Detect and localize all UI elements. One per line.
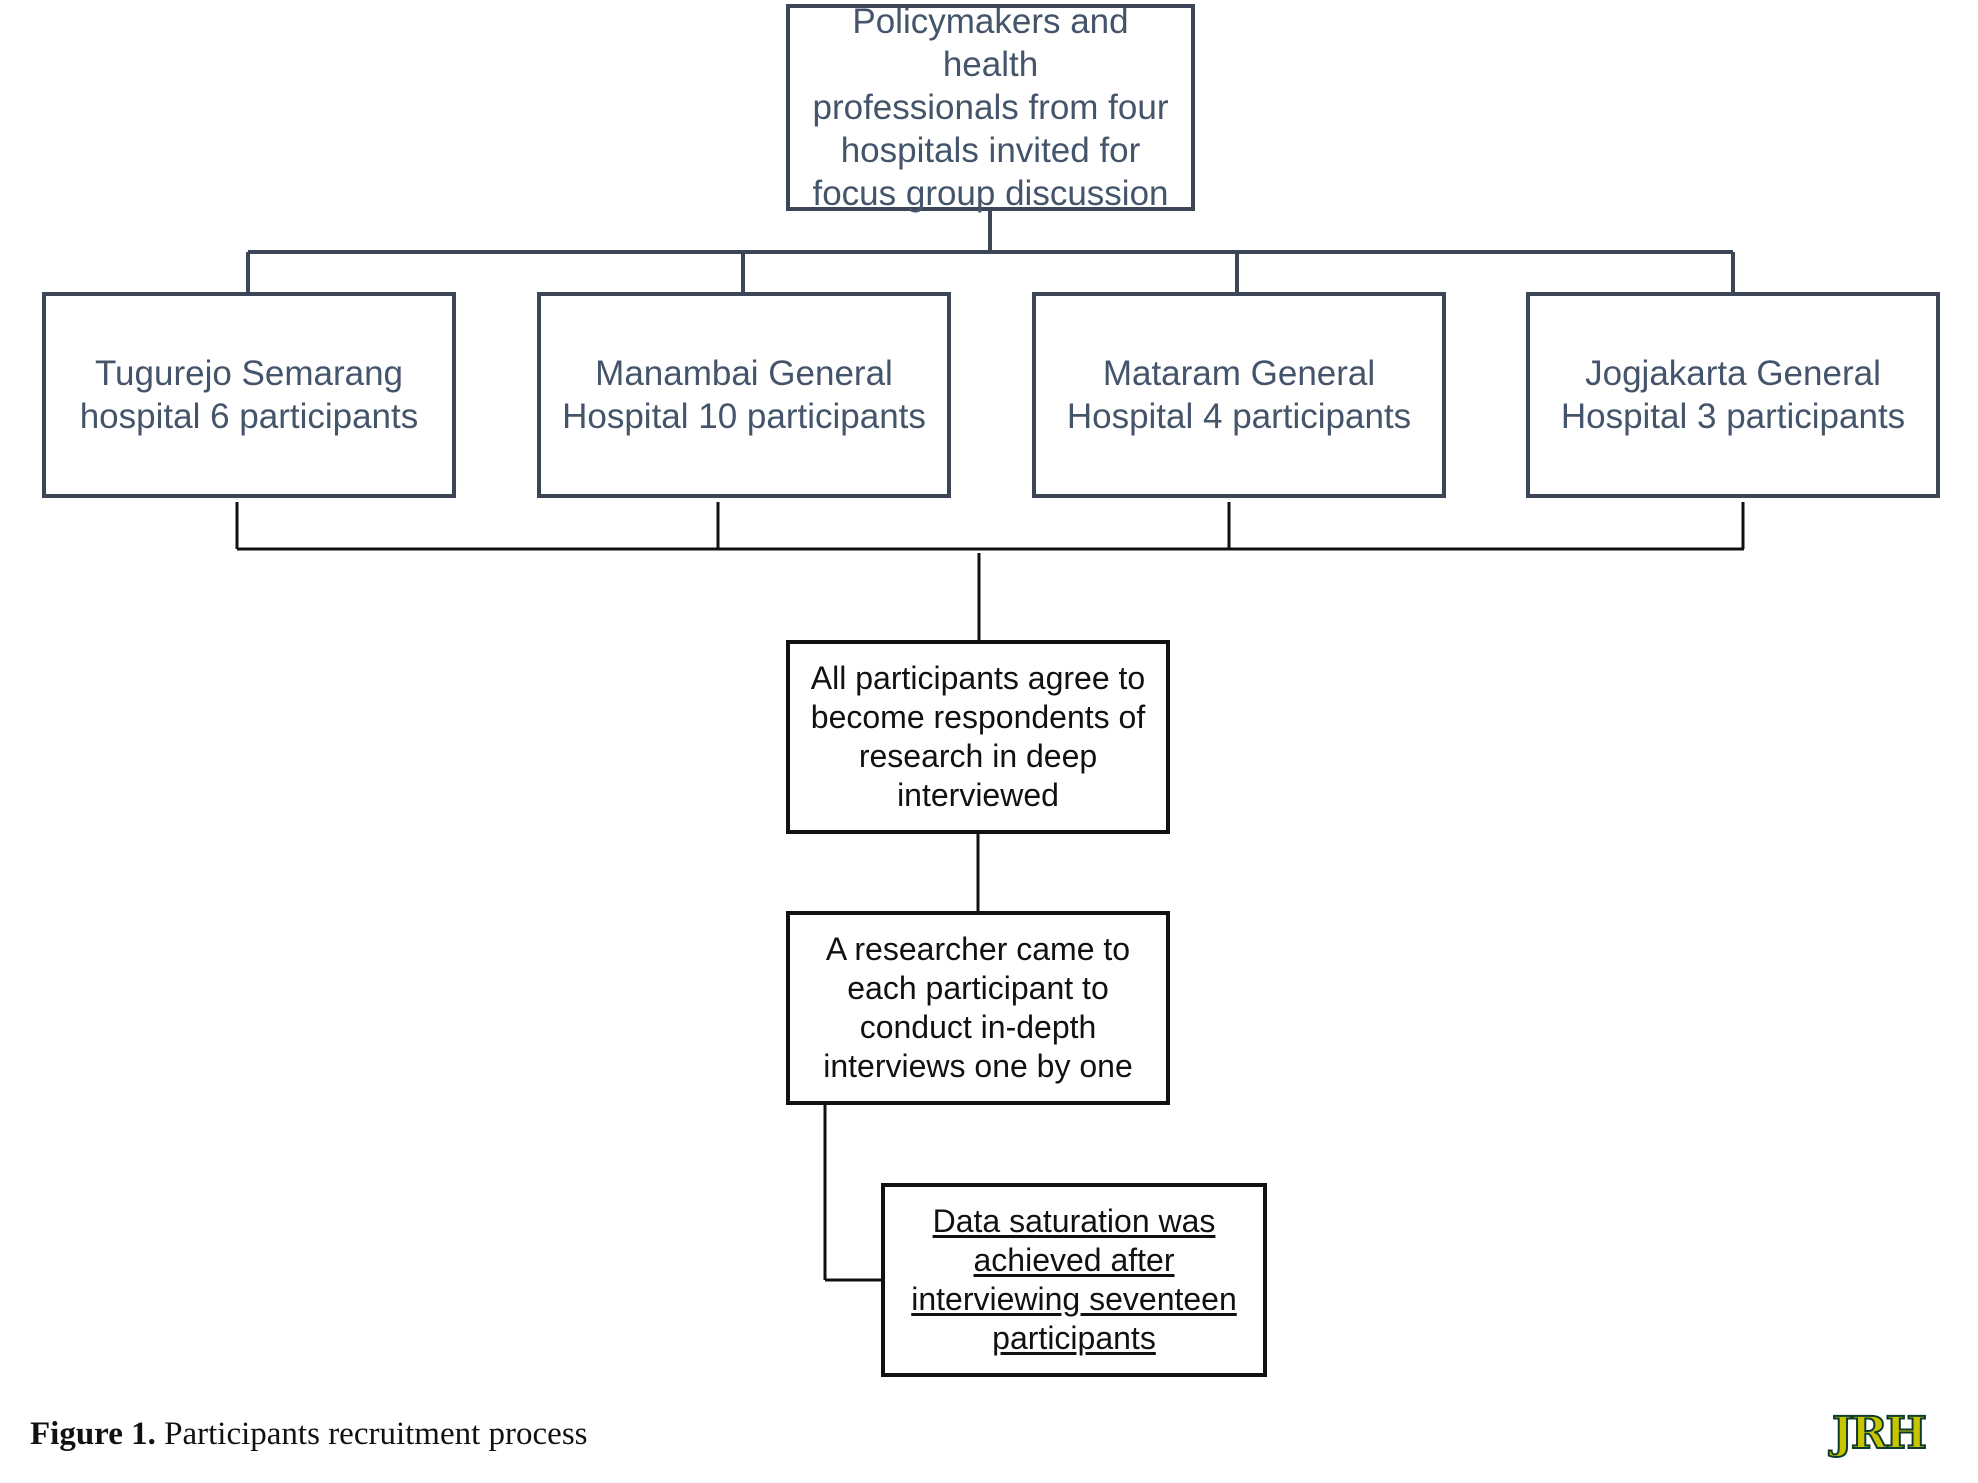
invitation-line-4: focus group discussion: [812, 174, 1169, 213]
interview-line-2: each participant to: [847, 970, 1109, 1006]
saturation-line-2: achieved after: [973, 1242, 1175, 1278]
hospital-participants: Hospital 3 participants: [1560, 397, 1906, 436]
interview-box: A researcher came to each participant to…: [786, 911, 1170, 1105]
agreement-box: All participants agree to become respond…: [786, 640, 1170, 834]
invitation-line-3: hospitals invited for: [840, 131, 1141, 170]
hospital-name: Manambai General: [595, 354, 893, 393]
figure-label: Figure 1.: [30, 1416, 156, 1452]
interview-line-3: conduct in-depth: [859, 1009, 1097, 1045]
hospital-name: Jogjakarta General: [1585, 354, 1881, 393]
saturation-box: Data saturation was achieved after inter…: [881, 1183, 1267, 1377]
figure-caption: Figure 1. Participants recruitment proce…: [30, 1416, 588, 1453]
saturation-line-3: interviewing seventeen: [911, 1281, 1237, 1317]
agreement-line-1: All participants agree to: [810, 660, 1146, 696]
agreement-line-2: become respondents of: [810, 699, 1146, 735]
interview-line-1: A researcher came to: [825, 931, 1131, 967]
invitation-box: Policymakers and health professionals fr…: [786, 2, 1195, 213]
hospital-name: Tugurejo Semarang: [94, 354, 404, 393]
hospital-box-manambai: Manambai General Hospital 10 participant…: [537, 292, 951, 498]
hospital-name: Mataram General: [1102, 354, 1376, 393]
hospital-participants: hospital 6 participants: [79, 397, 419, 436]
hospital-box-mataram: Mataram General Hospital 4 participants: [1032, 292, 1446, 498]
saturation-line-4: participants: [992, 1320, 1156, 1356]
hospital-box-jogjakarta: Jogjakarta General Hospital 3 participan…: [1526, 292, 1940, 498]
agreement-line-4: interviewed: [897, 777, 1059, 813]
interview-line-4: interviews one by one: [823, 1048, 1133, 1084]
hospital-participants: Hospital 10 participants: [562, 397, 926, 436]
figure-caption-text: Participants recruitment process: [155, 1416, 588, 1452]
invitation-line-1: Policymakers and health: [852, 2, 1129, 84]
hospital-participants: Hospital 4 participants: [1066, 397, 1412, 436]
agreement-line-3: research in deep: [858, 738, 1098, 774]
invitation-line-2: professionals from four: [812, 88, 1169, 127]
journal-logo: JRH: [1831, 1408, 1928, 1459]
hospital-box-tugurejo: Tugurejo Semarang hospital 6 participant…: [42, 292, 456, 498]
saturation-line-1: Data saturation was: [932, 1203, 1216, 1239]
